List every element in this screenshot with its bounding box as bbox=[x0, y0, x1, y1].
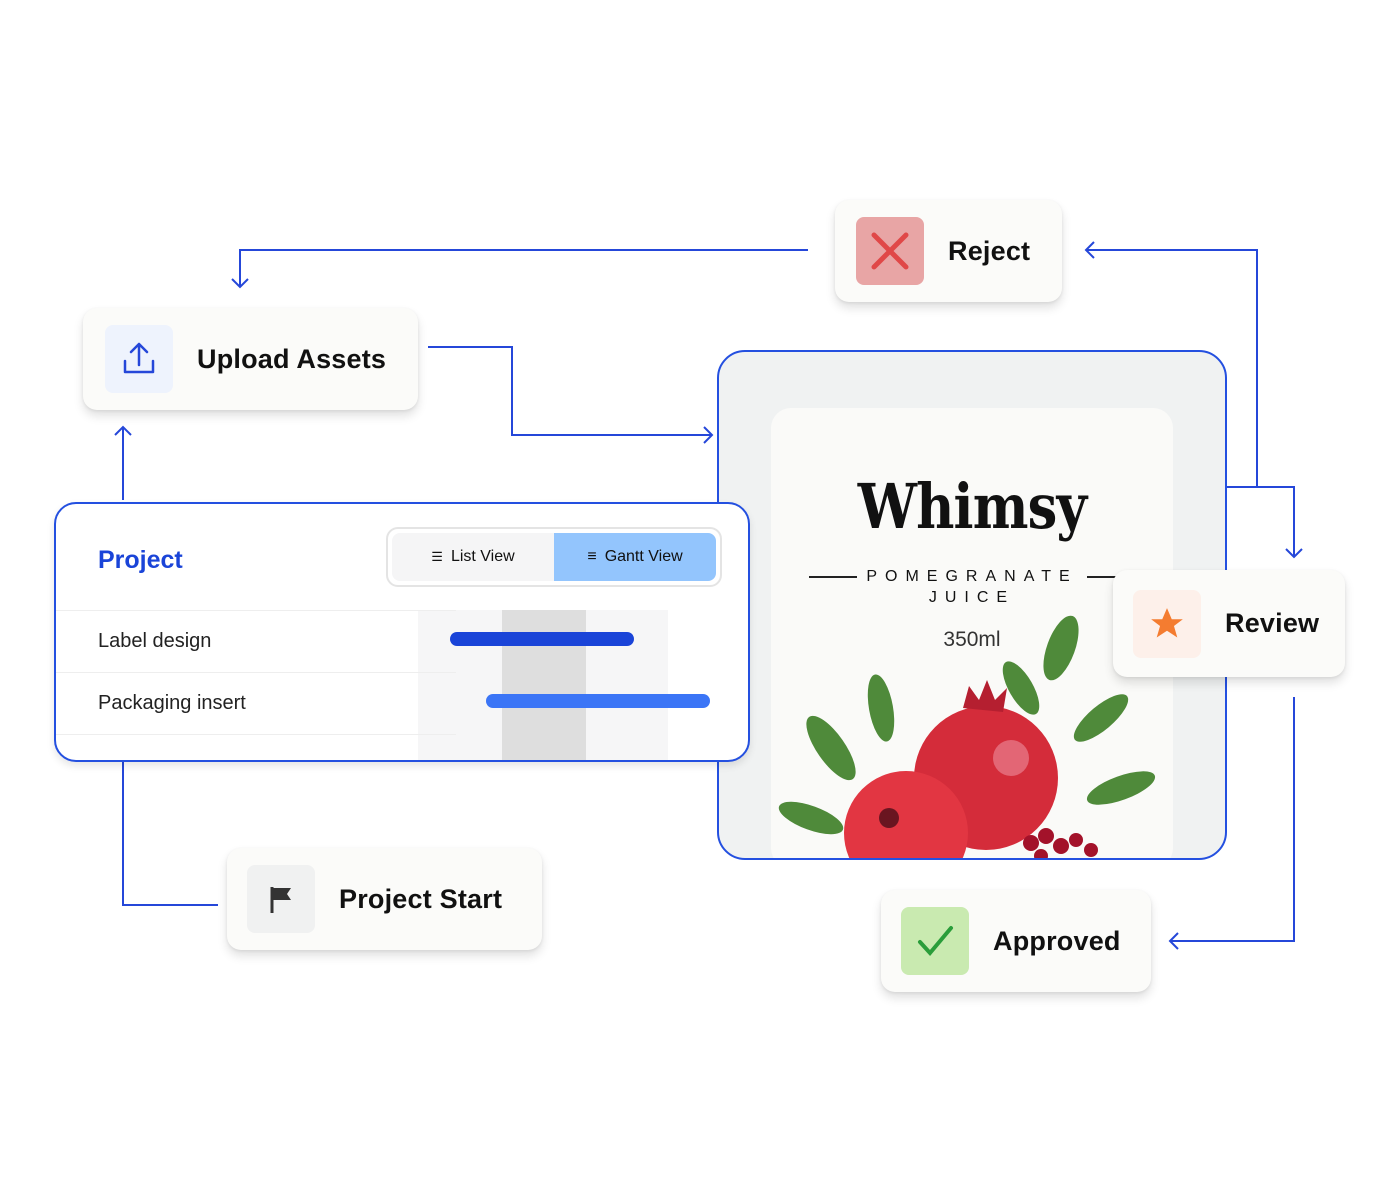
gantt-icon: ≡ bbox=[587, 548, 597, 565]
pomegranate-illustration bbox=[778, 615, 1156, 858]
product-line-1: POMEGRANATE bbox=[866, 568, 1078, 585]
approved-label: Approved bbox=[993, 925, 1121, 956]
task-row[interactable]: Packaging insert bbox=[56, 672, 456, 734]
list-view-label: List View bbox=[450, 548, 515, 565]
gantt-bar-label-design[interactable] bbox=[450, 632, 634, 646]
volume: 350ml bbox=[943, 628, 1001, 651]
reject-label: Reject bbox=[948, 235, 1031, 266]
connector-upload-to-artwork bbox=[428, 346, 714, 444]
product-name: POMEGRANATE JUICE bbox=[771, 566, 1173, 608]
gantt-view-button[interactable]: ≡ Gantt View bbox=[554, 533, 716, 581]
review-node[interactable]: Review bbox=[1113, 570, 1345, 677]
upload-assets-node[interactable]: Upload Assets bbox=[83, 308, 418, 410]
project-panel: Project ☰ List View ≡ Gantt View Label des… bbox=[54, 502, 750, 762]
upload-icon bbox=[105, 325, 173, 393]
review-label: Review bbox=[1225, 608, 1320, 638]
view-toggle: ☰ List View ≡ Gantt View bbox=[386, 527, 722, 587]
connector-review-to-approved bbox=[1168, 697, 1295, 950]
check-icon bbox=[901, 907, 969, 975]
divider bbox=[809, 576, 857, 578]
gantt-bar-packaging-insert[interactable] bbox=[486, 694, 710, 708]
project-title: Project bbox=[98, 546, 183, 574]
connector-artwork-to-review bbox=[1227, 486, 1303, 559]
divider bbox=[1087, 576, 1135, 578]
flag-icon bbox=[247, 865, 315, 933]
connector-reject-to-upload bbox=[231, 249, 808, 289]
approved-node[interactable]: Approved bbox=[881, 890, 1151, 992]
task-name: Packaging insert bbox=[98, 692, 246, 714]
connector-start-to-project bbox=[122, 762, 218, 906]
task-name: Label design bbox=[98, 630, 212, 652]
connector-project-to-upload bbox=[114, 425, 132, 500]
list-icon: ☰ bbox=[431, 549, 443, 564]
x-icon bbox=[856, 217, 924, 285]
project-start-node[interactable]: Project Start bbox=[227, 848, 542, 950]
task-row[interactable]: Label design bbox=[56, 610, 456, 672]
artwork-preview[interactable]: Whimsy POMEGRANATE JUICE 350ml bbox=[717, 350, 1227, 860]
list-view-button[interactable]: ☰ List View bbox=[392, 533, 554, 581]
reject-node[interactable]: Reject bbox=[835, 200, 1062, 302]
product-line-2: JUICE bbox=[928, 589, 1016, 606]
star-icon bbox=[1133, 589, 1201, 658]
project-start-label: Project Start bbox=[339, 883, 503, 914]
gantt-view-label: Gantt View bbox=[604, 548, 683, 565]
juice-label: Whimsy POMEGRANATE JUICE 350ml bbox=[771, 408, 1173, 858]
brand-logo: Whimsy bbox=[857, 470, 1087, 543]
row-divider bbox=[56, 734, 456, 760]
connector-review-to-reject bbox=[1084, 241, 1258, 487]
upload-assets-label: Upload Assets bbox=[197, 343, 387, 374]
